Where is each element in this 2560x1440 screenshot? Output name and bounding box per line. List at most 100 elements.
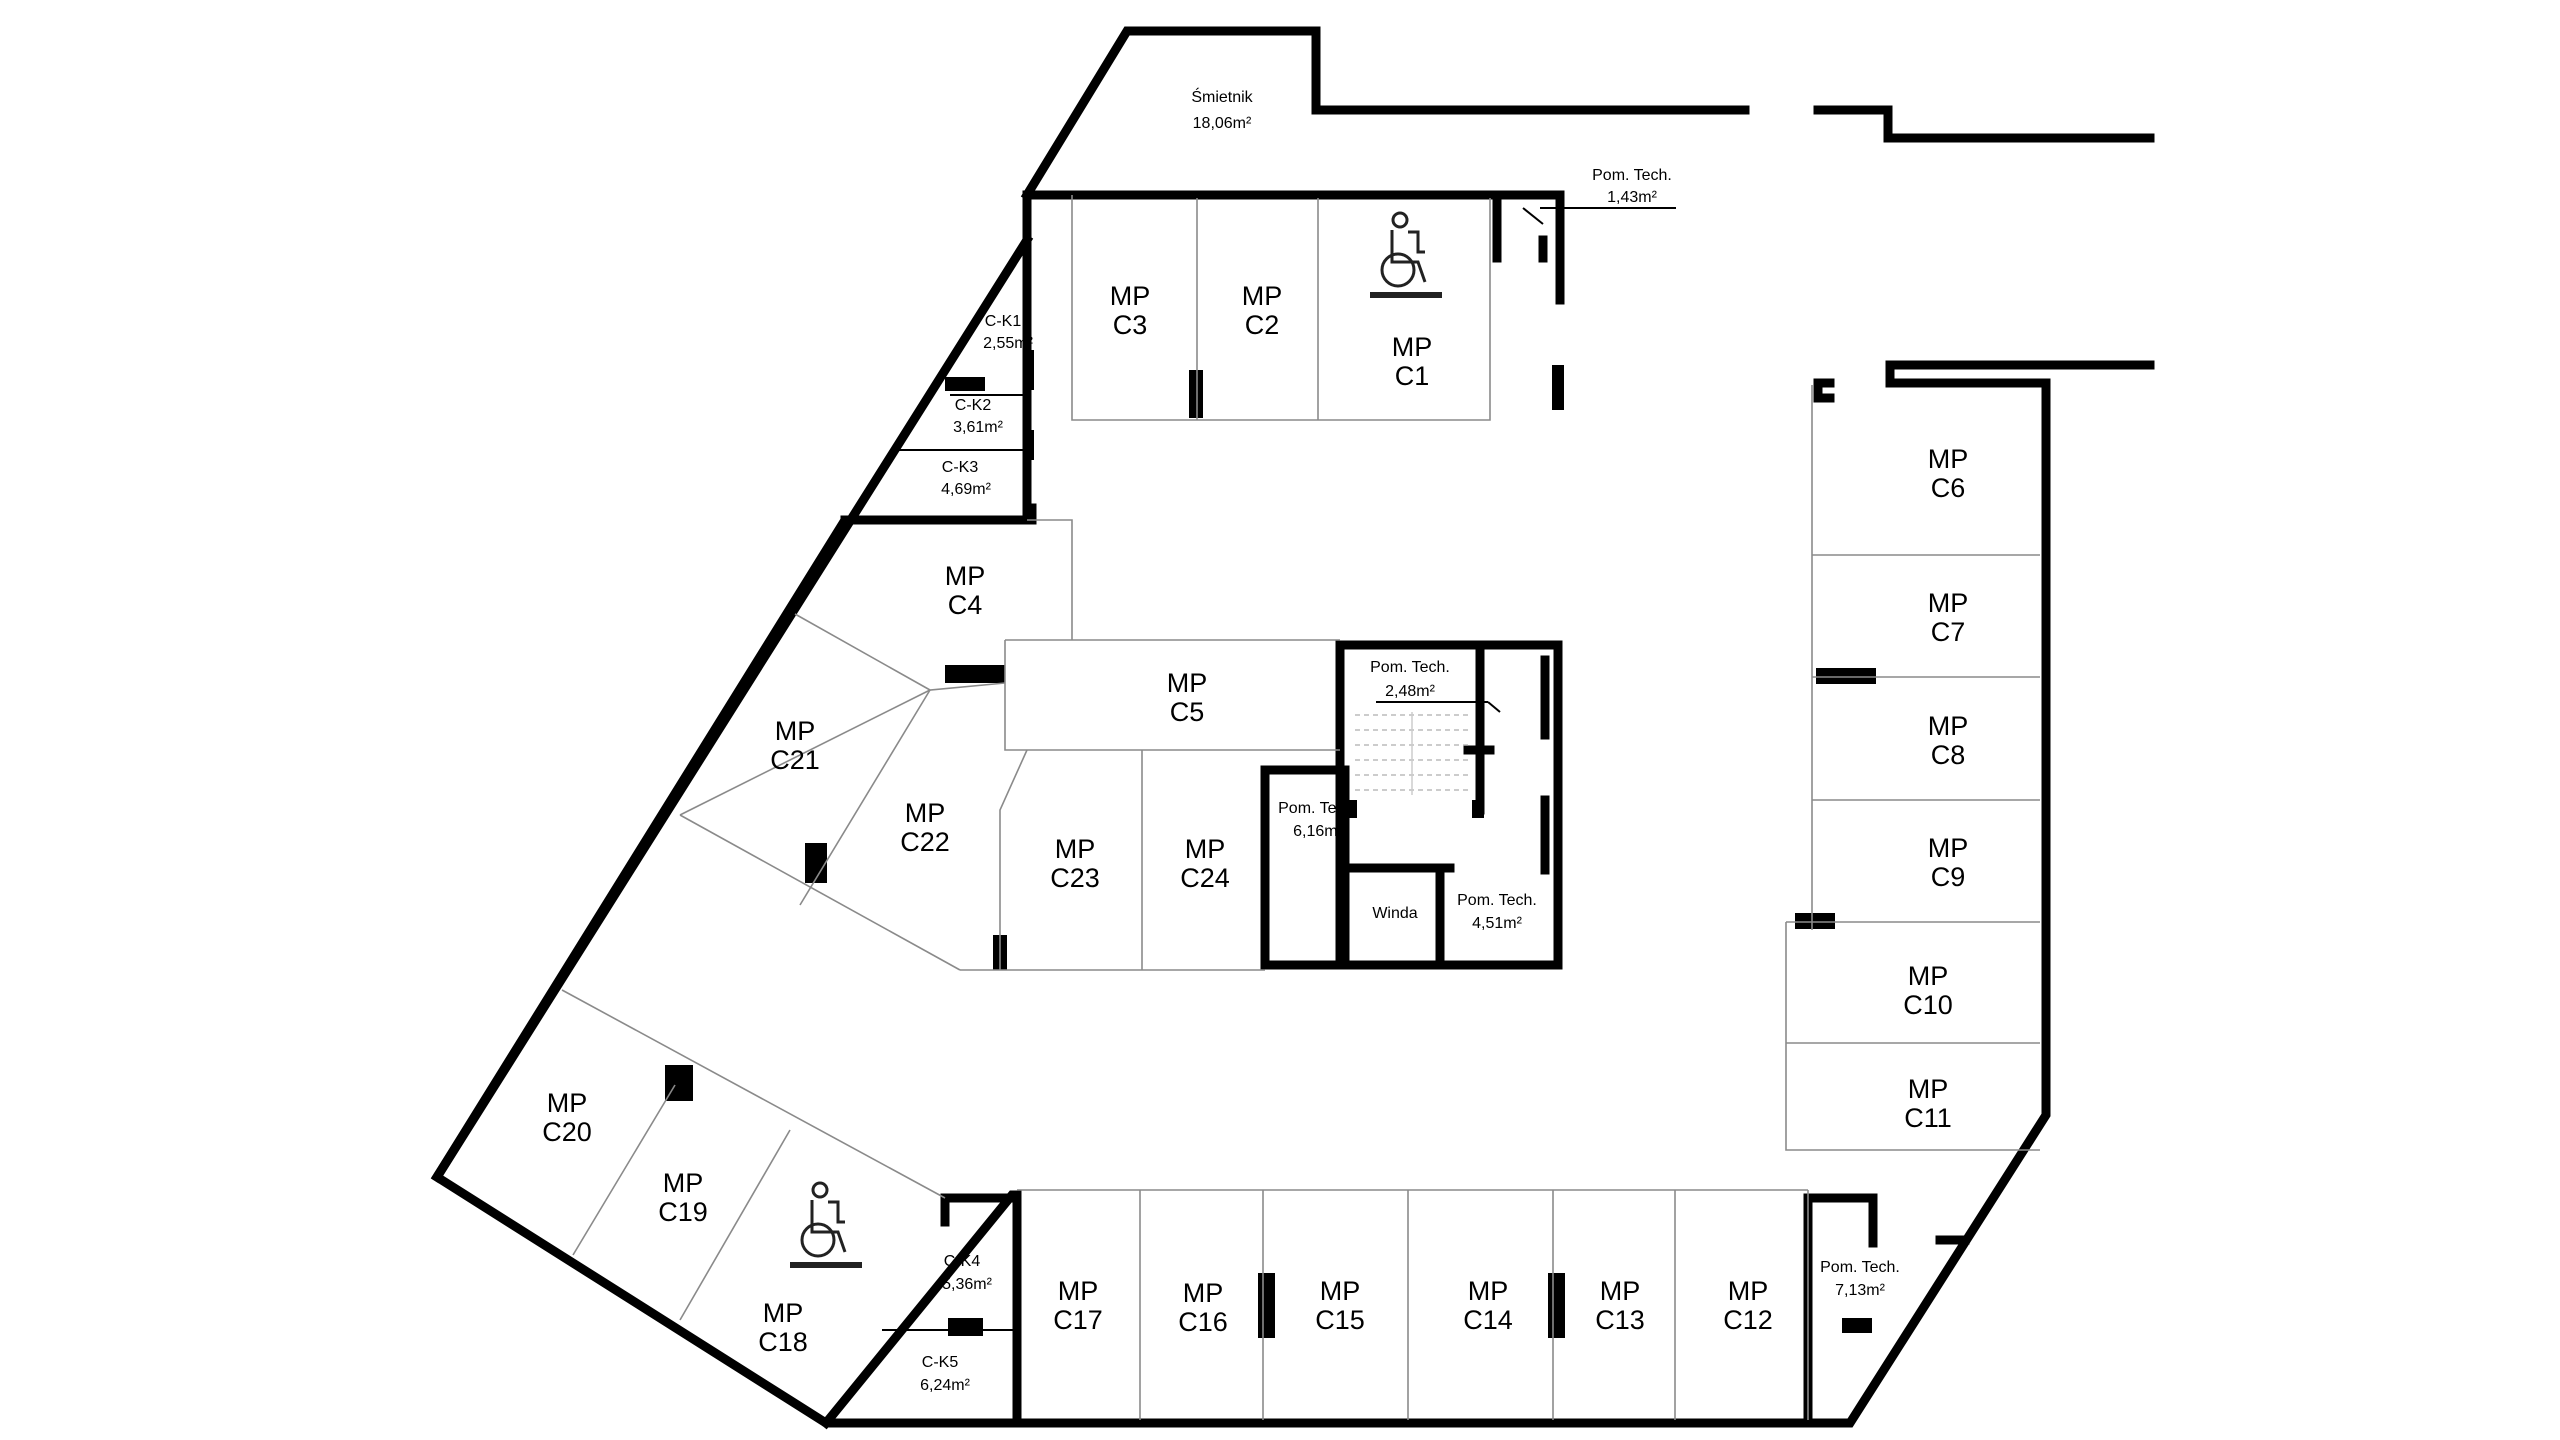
ck4-name: C-K4 — [944, 1253, 981, 1270]
svg-text:MP: MP — [775, 716, 816, 746]
winda-name: Winda — [1372, 905, 1417, 922]
svg-text:MP: MP — [1167, 668, 1208, 698]
svg-text:C3: C3 — [1113, 310, 1148, 340]
svg-text:C23: C23 — [1050, 863, 1100, 893]
svg-text:C7: C7 — [1931, 617, 1966, 647]
ck4-area: 5,36m² — [942, 1276, 992, 1293]
svg-text:MP: MP — [1110, 281, 1151, 311]
svg-text:MP: MP — [1055, 834, 1096, 864]
svg-text:C4: C4 — [948, 590, 983, 620]
ck3-area: 4,69m² — [941, 481, 991, 498]
svg-text:C12: C12 — [1723, 1305, 1773, 1335]
svg-text:MP: MP — [1600, 1276, 1641, 1306]
room-labels: Śmietnik 18,06m² Pom. Tech. 1,43m² Pom. … — [920, 87, 1900, 1394]
svg-text:C18: C18 — [758, 1327, 808, 1357]
svg-text:C14: C14 — [1463, 1305, 1513, 1335]
ck1-area: 2,55m² — [983, 335, 1033, 352]
svg-text:C10: C10 — [1903, 990, 1953, 1020]
wheelchair-icon — [790, 1181, 862, 1268]
svg-text:MP: MP — [1908, 961, 1949, 991]
bay-lines — [561, 195, 2040, 1420]
svg-text:MP: MP — [663, 1168, 704, 1198]
svg-text:C19: C19 — [658, 1197, 708, 1227]
tech-1-name: Pom. Tech. — [1592, 167, 1672, 184]
svg-text:C6: C6 — [1931, 473, 1966, 503]
wheelchair-icon — [1370, 211, 1442, 298]
svg-text:C15: C15 — [1315, 1305, 1365, 1335]
svg-text:MP: MP — [1468, 1276, 1509, 1306]
tech-1-area: 1,43m² — [1607, 189, 1657, 206]
svg-text:MP: MP — [1928, 588, 1969, 618]
svg-text:C24: C24 — [1180, 863, 1230, 893]
svg-text:C21: C21 — [770, 745, 820, 775]
svg-text:C16: C16 — [1178, 1307, 1228, 1337]
ck5-name: C-K5 — [922, 1354, 959, 1371]
svg-text:MP: MP — [1728, 1276, 1769, 1306]
tech-5-name: Pom. Tech. — [1820, 1259, 1900, 1276]
svg-text:MP: MP — [1242, 281, 1283, 311]
svg-text:MP: MP — [1320, 1276, 1361, 1306]
tech-2-name: Pom. Tech. — [1370, 659, 1450, 676]
svg-text:C9: C9 — [1931, 862, 1966, 892]
svg-text:MP: MP — [1928, 444, 1969, 474]
tech-5-area: 7,13m² — [1835, 1282, 1885, 1299]
svg-text:C8: C8 — [1931, 740, 1966, 770]
svg-text:MP: MP — [1183, 1278, 1224, 1308]
ck3-name: C-K3 — [942, 459, 979, 476]
svg-text:C17: C17 — [1053, 1305, 1103, 1335]
smietnik-name: Śmietnik — [1191, 87, 1253, 106]
tech-2-area: 2,48m² — [1385, 683, 1435, 700]
svg-text:MP: MP — [1908, 1074, 1949, 1104]
svg-text:MP: MP — [547, 1088, 588, 1118]
ck5-area: 6,24m² — [920, 1377, 970, 1394]
svg-text:C2: C2 — [1245, 310, 1280, 340]
ck2-area: 3,61m² — [953, 419, 1003, 436]
svg-text:C20: C20 — [542, 1117, 592, 1147]
svg-text:MP: MP — [1928, 711, 1969, 741]
svg-text:MP: MP — [1185, 834, 1226, 864]
tech-4-name: Pom. Tech. — [1457, 892, 1537, 909]
svg-text:MP: MP — [1392, 332, 1433, 362]
piers — [665, 350, 1876, 1338]
svg-text:MP: MP — [945, 561, 986, 591]
ck1-name: C-K1 — [985, 313, 1022, 330]
tech-3-area: 6,16m² — [1293, 823, 1343, 840]
core — [1260, 640, 1563, 970]
svg-text:MP: MP — [905, 798, 946, 828]
svg-text:C11: C11 — [1904, 1103, 1952, 1133]
ck2-name: C-K2 — [955, 397, 992, 414]
svg-text:C5: C5 — [1170, 697, 1205, 727]
svg-text:C22: C22 — [900, 827, 950, 857]
stairs — [1355, 712, 1470, 795]
svg-text:MP: MP — [1928, 833, 1969, 863]
tech-4-area: 4,51m² — [1472, 915, 1522, 932]
svg-text:MP: MP — [1058, 1276, 1099, 1306]
outer-walls — [430, 26, 2155, 1430]
